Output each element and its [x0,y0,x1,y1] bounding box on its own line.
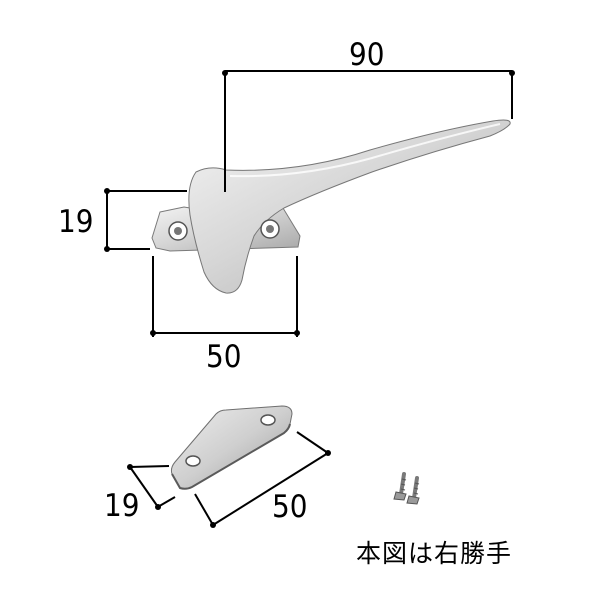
strike-plate-hole-right [260,414,276,426]
handle-screw-hole-left [168,221,188,241]
dimension-handle-height [104,188,187,252]
dimension-plate-width [194,431,331,528]
dimension-label-handle-height: 19 [58,204,93,240]
window-handle-illustration [151,119,511,294]
screw-1 [393,472,407,501]
dimension-lever-length [222,70,515,192]
screws-icon [393,472,420,505]
dimension-base-width [150,256,300,337]
handle-screw-hole-right [260,219,280,239]
caption-right-hand-note: 本図は右勝手 [356,539,513,568]
screw-2 [406,476,420,505]
dimension-plate-height [127,464,176,510]
dimension-label-base-width: 50 [206,339,241,375]
handle-lever [188,119,511,294]
dimension-label-plate-height: 19 [104,488,139,524]
strike-plate-edge [171,423,291,490]
dimension-label-plate-width: 50 [272,489,307,525]
strike-plate-illustration [170,405,293,490]
strike-plate-hole-left [185,455,201,467]
dimension-label-lever-length: 90 [349,37,384,73]
handle-ridge-highlight [229,123,501,178]
